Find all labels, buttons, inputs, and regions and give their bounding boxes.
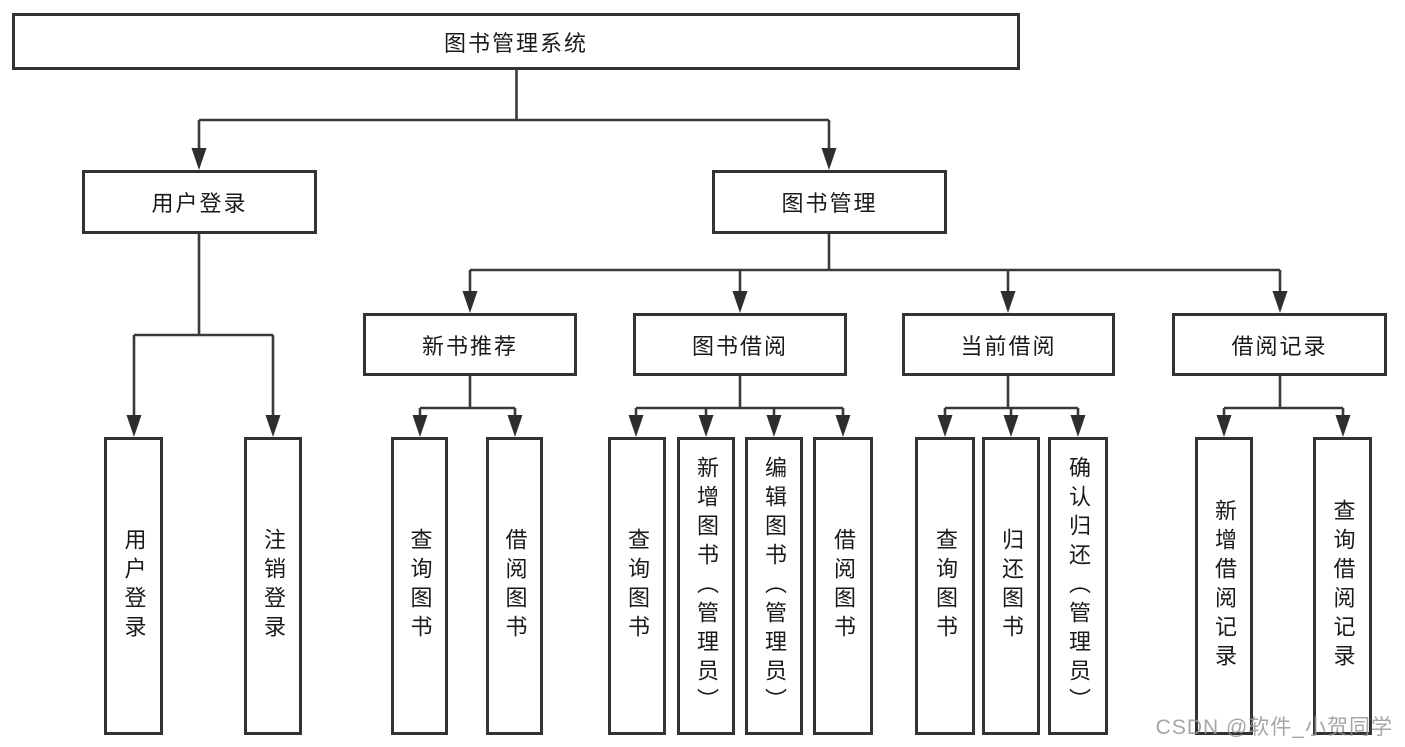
node-root-label: 图书管理系统 [443,30,588,56]
leaf-bb-query-book: 查询图书 [608,437,666,735]
leaf-cb-return-book: 归还图书 [982,437,1040,735]
leaf-bb-edit-book: 编辑图书（管理员） [745,437,803,735]
leaf-nbr-query-book-label: 查询图书 [407,528,433,644]
leaf-cb-confirm-return-label: 确认归还（管理员） [1066,455,1091,717]
node-user-login: 用户登录 [82,170,317,234]
leaf-br-query-record: 查询借阅记录 [1313,437,1372,735]
leaf-cb-return-book-label: 归还图书 [999,528,1024,644]
leaf-nbr-borrow-book: 借阅图书 [486,437,543,735]
node-current-borrow: 当前借阅 [902,313,1115,376]
node-new-book-recommend: 新书推荐 [363,313,577,376]
leaf-bb-add-book: 新增图书（管理员） [677,437,735,735]
node-book-borrow-label: 图书借阅 [691,333,788,359]
csdn-watermark: CSDN @软件_小贺同学 [1155,716,1393,739]
node-current-borrow-label: 当前借阅 [960,333,1057,359]
leaf-nbr-borrow-book-label: 借阅图书 [502,528,528,644]
node-root: 图书管理系统 [12,13,1020,70]
leaf-br-add-record-label: 新增借阅记录 [1212,499,1237,673]
leaf-bb-borrow-book: 借阅图书 [813,437,873,735]
leaf-logout: 注销登录 [244,437,302,735]
leaf-nbr-query-book: 查询图书 [391,437,448,735]
node-borrow-record-label: 借阅记录 [1231,333,1328,359]
leaf-cb-query-book-label: 查询图书 [933,528,958,644]
leaf-user-login: 用户登录 [104,437,163,735]
leaf-br-query-record-label: 查询借阅记录 [1330,499,1356,673]
leaf-bb-edit-book-label: 编辑图书（管理员） [762,455,787,717]
leaf-logout-label: 注销登录 [261,528,286,644]
leaf-cb-query-book: 查询图书 [915,437,975,735]
leaf-bb-query-book-label: 查询图书 [625,528,650,644]
node-book-management-label: 图书管理 [781,191,878,216]
leaf-user-login-label: 用户登录 [121,528,147,644]
node-borrow-record: 借阅记录 [1172,313,1387,376]
node-new-book-recommend-label: 新书推荐 [421,333,518,359]
node-user-login-label: 用户登录 [151,191,248,216]
leaf-bb-add-book-label: 新增图书（管理员） [694,455,719,717]
node-book-management: 图书管理 [712,170,947,234]
leaf-bb-borrow-book-label: 借阅图书 [831,528,856,644]
node-book-borrow: 图书借阅 [633,313,847,376]
leaf-cb-confirm-return: 确认归还（管理员） [1048,437,1108,735]
leaf-br-add-record: 新增借阅记录 [1195,437,1253,735]
